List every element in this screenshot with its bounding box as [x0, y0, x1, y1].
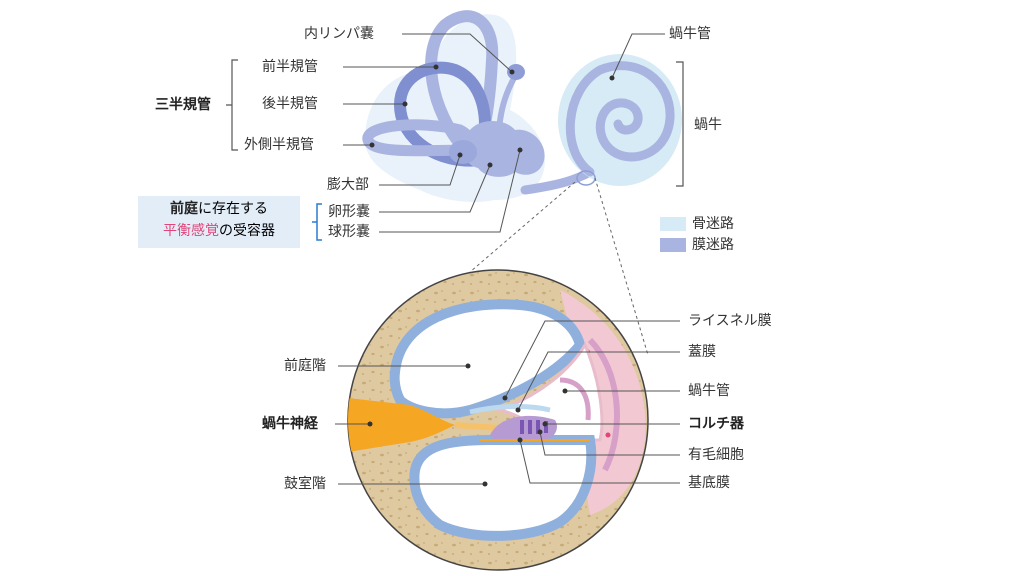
legend-swatch-bony: [660, 217, 686, 231]
ampulla-shape: [449, 140, 477, 164]
tectorial-membrane-shape: [469, 404, 551, 415]
label-hair-cells: 有毛細胞: [688, 447, 744, 463]
label-utricle: 卵形嚢: [328, 204, 370, 220]
scala-tympani-shape: [409, 435, 597, 541]
legend-label-bony: 骨迷路: [692, 216, 734, 232]
label-saccule: 球形嚢: [328, 224, 370, 240]
cochlear-nerve-shape: [348, 398, 455, 452]
label-organ-of-corti: コルチ器: [688, 416, 744, 432]
vestibule-shape: [463, 121, 545, 177]
leader-lines-upper: [343, 33, 665, 233]
bony-labyrinth: [365, 14, 545, 202]
leader-lines-lower: [335, 320, 680, 485]
label-cochlear-nerve: 蝸牛神経: [262, 416, 318, 432]
leader-dots-upper: [369, 64, 615, 168]
note-balance: 平衡感覚: [163, 223, 219, 239]
label-posterior-canal: 後半規管: [262, 96, 318, 112]
label-ampulla: 膨大部: [327, 177, 369, 193]
label-semicircular-canals: 三半規管: [155, 97, 211, 113]
label-reissner-membrane: ライスネル膜: [688, 313, 772, 329]
label-cochlea: 蝸牛: [694, 117, 722, 133]
legend-label-membranous: 膜迷路: [692, 237, 734, 253]
semicircular-bracket: [226, 59, 238, 151]
note-vestibule: 前庭: [170, 201, 198, 217]
note-exists: に存在する: [198, 201, 268, 217]
vestibule-note-box: 前庭に存在する 平衡感覚の受容器: [138, 196, 300, 248]
label-lateral-canal: 外側半規管: [244, 137, 314, 153]
cochlea-bracket: [676, 61, 684, 187]
label-cochlear-duct-top: 蝸牛管: [669, 26, 711, 42]
cross-section: [347, 269, 649, 571]
leader-dots-lower: [367, 363, 568, 487]
label-tectorial-membrane: 蓋膜: [688, 344, 716, 360]
label-basilar-membrane: 基底膜: [688, 475, 730, 491]
scala-vestibuli-shape: [389, 299, 586, 419]
label-anterior-canal: 前半規管: [262, 59, 318, 75]
note-receptor: の受容器: [219, 223, 275, 239]
zoom-line-left: [469, 181, 576, 273]
label-endolymph-sac: 内リンパ嚢: [304, 26, 374, 42]
legend-swatch-membranous: [660, 238, 686, 252]
label-scala-vestibuli: 前庭階: [284, 358, 326, 374]
endolymph-sac-shape: [507, 64, 525, 80]
vestibule-bracket: [312, 203, 322, 241]
labyrinth-group: [362, 10, 682, 202]
label-cochlear-duct: 蝸牛管: [688, 383, 730, 399]
zoom-line-right: [594, 177, 649, 356]
cochlear-spiral: [565, 61, 675, 177]
label-scala-tympani: 鼓室階: [284, 476, 326, 492]
